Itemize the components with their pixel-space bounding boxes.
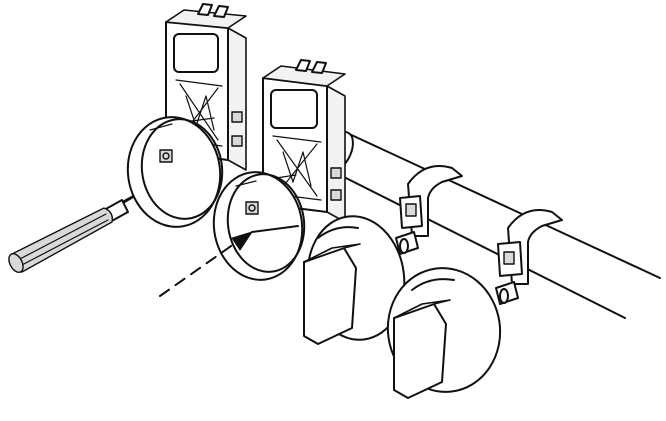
arrow-head-icon [231, 231, 254, 251]
pipe-clamp-1 [395, 165, 463, 255]
pipe-clamp-2 [495, 209, 563, 305]
bezel-ring-1 [126, 116, 224, 228]
control-knob-1 [303, 215, 406, 345]
direction-arrow [159, 231, 254, 297]
screwdriver [8, 176, 168, 273]
control-knob-2 [386, 267, 502, 399]
bezel-ring-2 [212, 171, 306, 281]
